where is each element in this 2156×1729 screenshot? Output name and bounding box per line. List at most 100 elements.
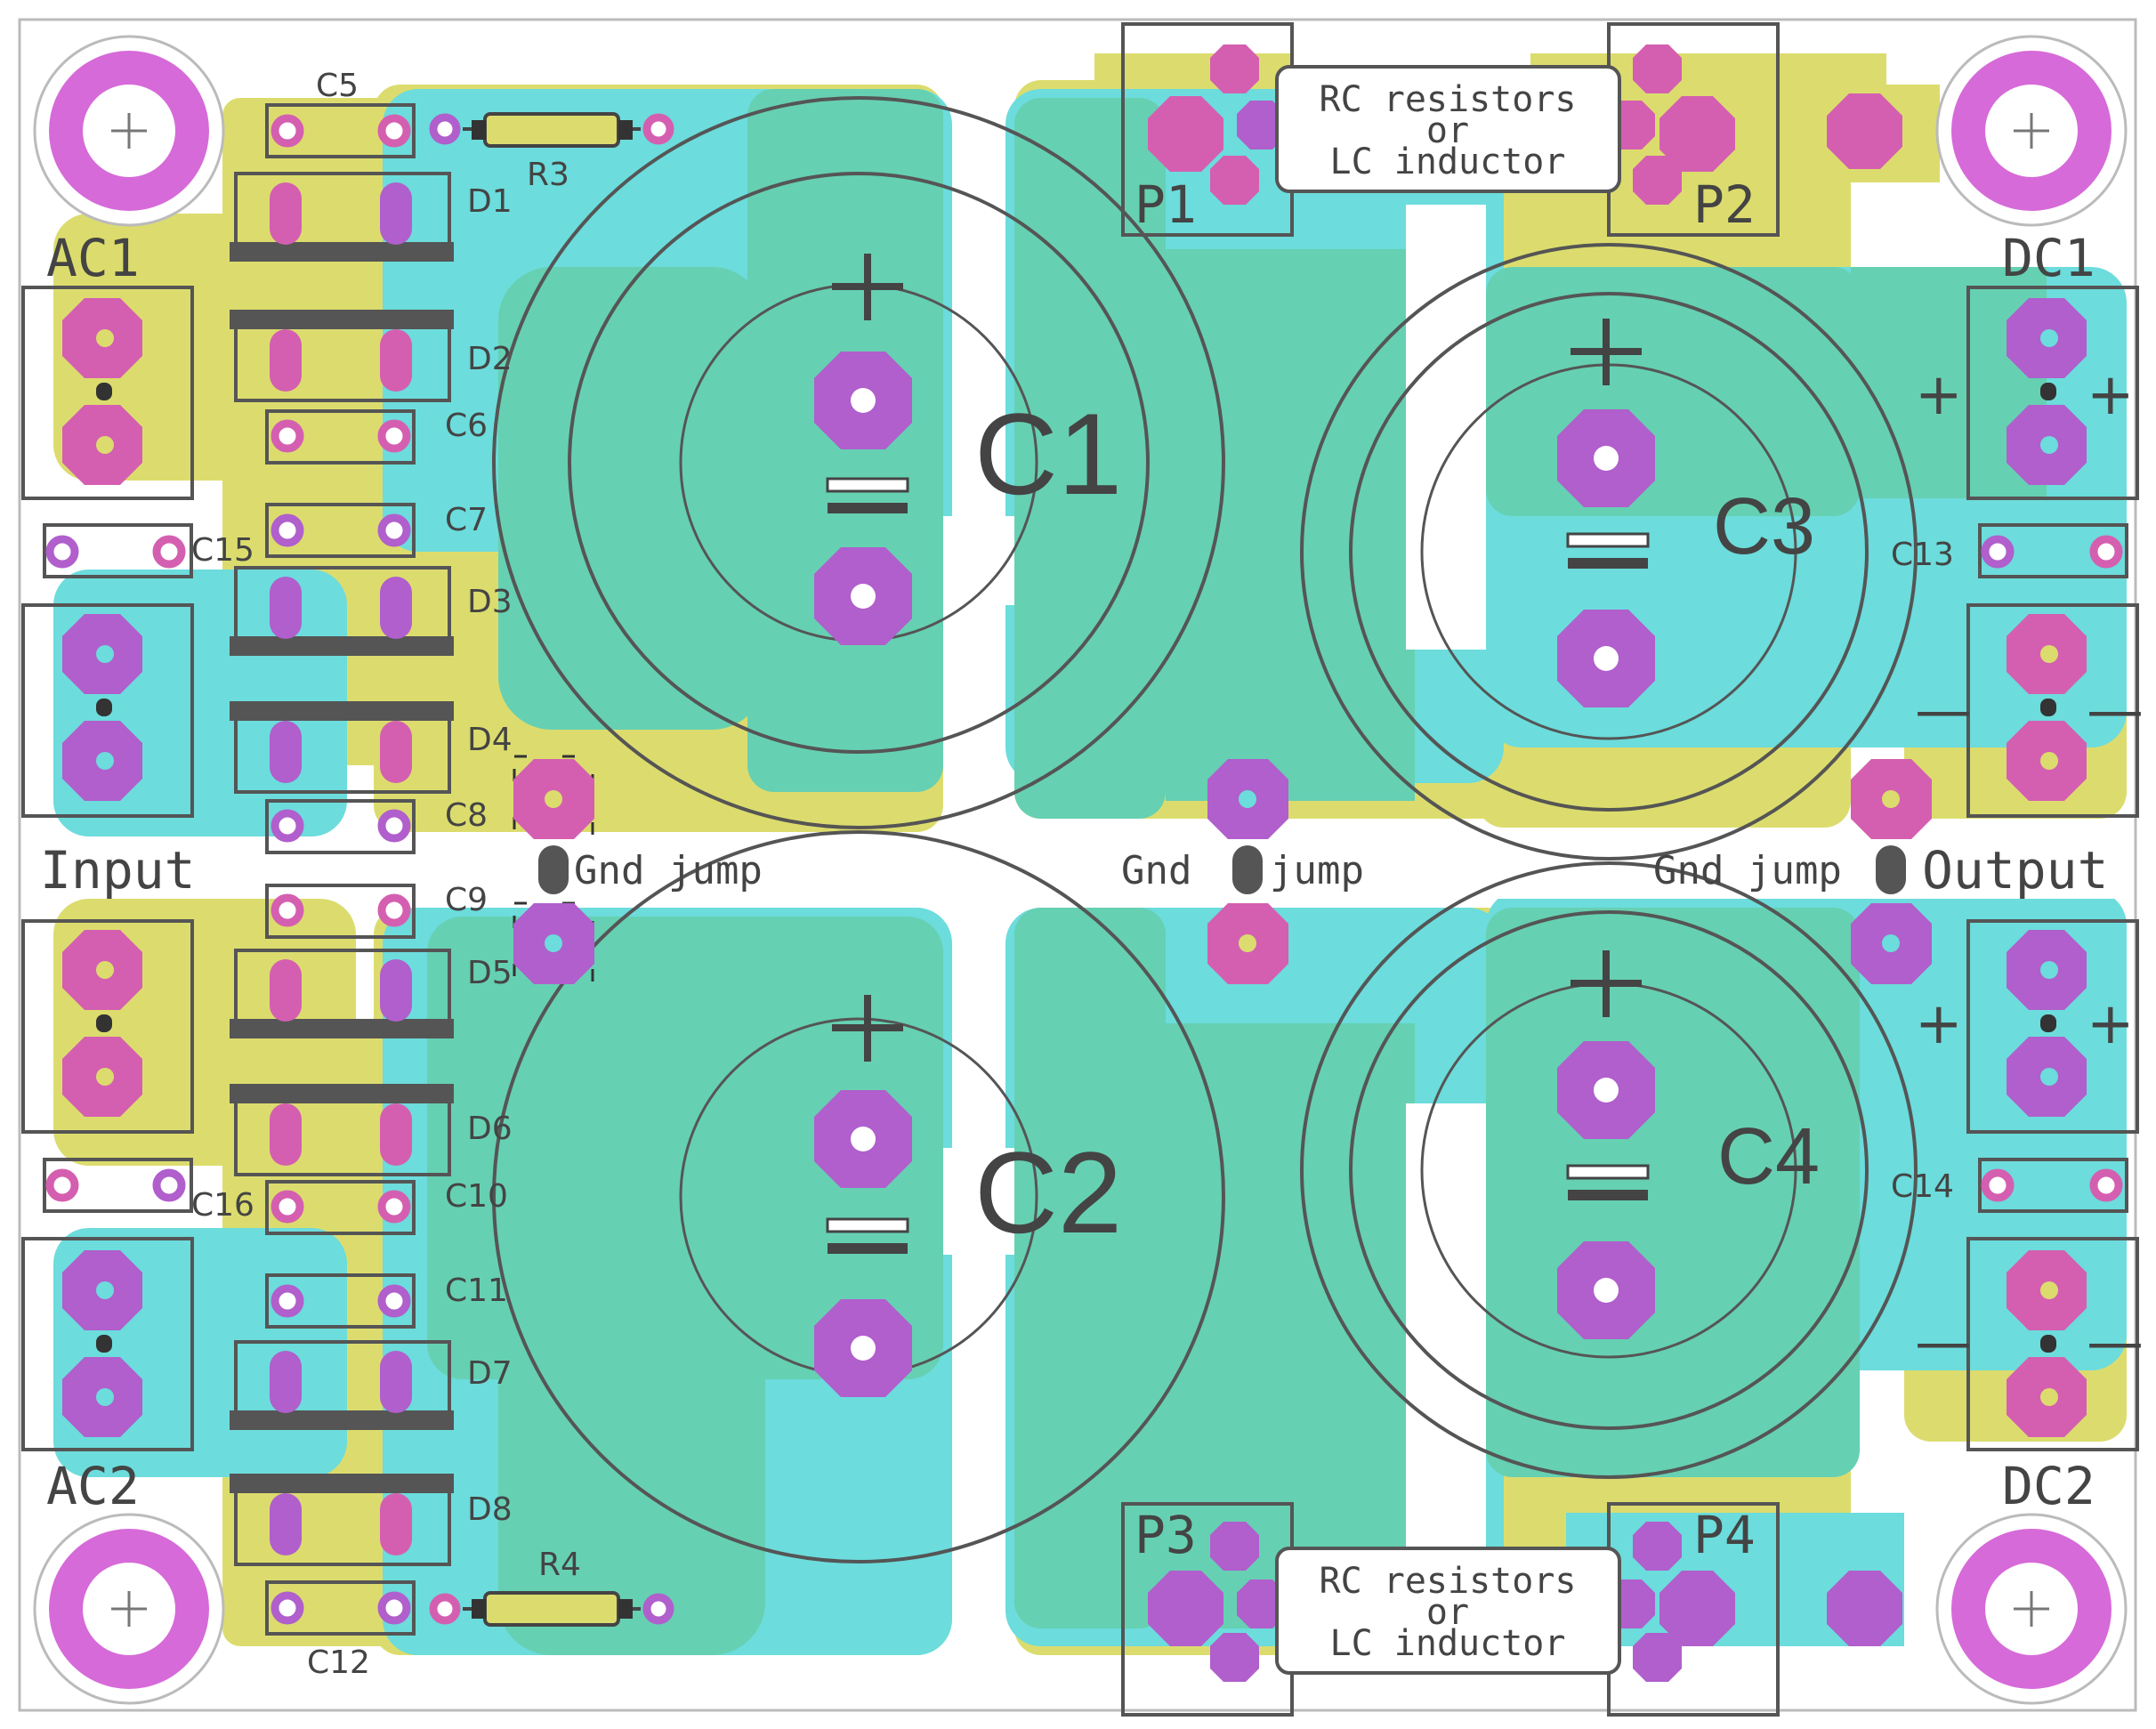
polarity-plus-dc1-inner: + bbox=[2087, 362, 2135, 428]
label-dc1: DC1 bbox=[2002, 228, 2095, 288]
terminal-dc1 bbox=[1966, 286, 2139, 500]
diode-d8 bbox=[230, 1474, 454, 1566]
label-p3: P3 bbox=[1135, 1505, 1197, 1565]
label-c2: C2 bbox=[974, 1127, 1122, 1257]
gnd-jump-right bbox=[1851, 759, 1932, 984]
capacitor-c4: C4 bbox=[1300, 861, 1918, 1479]
small-capacitors bbox=[43, 103, 2128, 1636]
cap-c8 bbox=[265, 799, 416, 854]
label-c1: C1 bbox=[974, 389, 1122, 519]
gnd-jump-center bbox=[1207, 759, 1288, 984]
polarity-plus-out-bottom: + bbox=[1915, 991, 1963, 1057]
polarity-plus-out-bottom-inner: + bbox=[2087, 991, 2135, 1057]
pad-group-p1 bbox=[1121, 22, 1294, 237]
capacitor-c3: C3 bbox=[1300, 243, 1918, 860]
label-ac1: AC1 bbox=[46, 228, 140, 288]
polarity-plus-dc1-outer: + bbox=[1915, 362, 1963, 428]
label-c13: C13 bbox=[1891, 537, 1954, 573]
label-c14: C14 bbox=[1891, 1168, 1954, 1205]
cap-c13 bbox=[1978, 523, 2128, 578]
label-c6: C6 bbox=[445, 408, 488, 444]
label-c12: C12 bbox=[307, 1644, 370, 1681]
label-ac2: AC2 bbox=[46, 1456, 140, 1516]
label-p1: P1 bbox=[1135, 174, 1197, 235]
cap-c14 bbox=[1978, 1158, 2128, 1213]
filter-note-bottom-line2: or bbox=[1426, 1592, 1469, 1633]
gnd-jump-pads bbox=[513, 755, 1932, 984]
terminal-ac1 bbox=[21, 286, 194, 500]
diode-d5 bbox=[230, 949, 454, 1038]
terminal-blocks-right bbox=[1966, 286, 2139, 1451]
terminal-input-bottom bbox=[21, 919, 194, 1134]
terminal-dc2 bbox=[1966, 1237, 2139, 1451]
resistors bbox=[429, 112, 674, 1627]
mount-hole-bottom-right bbox=[1935, 1513, 2128, 1705]
filter-note-top-line1: RC resistors bbox=[1320, 79, 1577, 120]
big-capacitors: C1 C2 C3 bbox=[492, 96, 1918, 1563]
label-c15: C15 bbox=[191, 532, 254, 569]
cap-c5 bbox=[265, 103, 416, 158]
label-c3: C3 bbox=[1713, 482, 1815, 571]
gnd-jump-left bbox=[513, 755, 594, 984]
label-gnd-jump-right: Gnd jump bbox=[1653, 848, 1842, 893]
label-c7: C7 bbox=[445, 502, 488, 538]
label-d6: D6 bbox=[467, 1111, 513, 1147]
label-r4: R4 bbox=[538, 1547, 581, 1583]
cap-c6 bbox=[265, 409, 416, 465]
diode-d3 bbox=[230, 566, 454, 656]
mount-hole-top-right bbox=[1935, 35, 2128, 227]
filter-note-top-line3: LC inductor bbox=[1330, 141, 1566, 182]
pad-group-p2 bbox=[1606, 22, 1902, 237]
polarity-minus-out-top: — bbox=[1915, 678, 1972, 744]
label-d7: D7 bbox=[467, 1355, 513, 1392]
cap-c12 bbox=[265, 1580, 416, 1636]
pad-groups bbox=[1121, 22, 1902, 1717]
filter-note-top-line2: or bbox=[1426, 110, 1469, 151]
resistor-r3 bbox=[429, 112, 674, 148]
label-gnd-jump-center-b: jump bbox=[1270, 848, 1364, 893]
label-c10: C10 bbox=[445, 1178, 508, 1215]
label-c9: C9 bbox=[445, 882, 488, 918]
label-input: Input bbox=[40, 840, 196, 901]
cap-c11 bbox=[265, 1273, 416, 1329]
label-c5: C5 bbox=[316, 68, 359, 104]
diode-d7 bbox=[230, 1340, 454, 1430]
label-p2: P2 bbox=[1693, 174, 1756, 235]
diodes bbox=[230, 172, 454, 1566]
label-p4: P4 bbox=[1693, 1505, 1756, 1565]
label-c8: C8 bbox=[445, 797, 488, 834]
filter-note-bottom-line1: RC resistors bbox=[1320, 1561, 1577, 1602]
cap-c15 bbox=[43, 523, 193, 578]
terminal-output-bottom bbox=[1966, 919, 2139, 1134]
mount-holes bbox=[33, 35, 2128, 1705]
cap-c16 bbox=[43, 1158, 193, 1213]
label-r3: R3 bbox=[527, 157, 569, 193]
label-dc2: DC2 bbox=[2002, 1456, 2095, 1516]
diode-d4 bbox=[230, 701, 454, 794]
label-c4: C4 bbox=[1717, 1112, 1820, 1201]
label-d1: D1 bbox=[467, 183, 513, 220]
terminal-output-top bbox=[1966, 603, 2139, 818]
diode-d6 bbox=[230, 1084, 454, 1176]
label-d2: D2 bbox=[467, 341, 513, 377]
terminal-ac2 bbox=[21, 1237, 194, 1451]
filter-footprint-bottom bbox=[1275, 1547, 1621, 1675]
capacitor-c1: C1 bbox=[492, 96, 1225, 829]
resistor-r4 bbox=[429, 1591, 674, 1627]
polarity-minus-dc2-inner: — bbox=[2087, 1310, 2144, 1376]
label-c16: C16 bbox=[191, 1187, 254, 1224]
cap-c7 bbox=[265, 503, 416, 558]
label-gnd-jump-left: Gnd jump bbox=[574, 848, 763, 893]
label-gnd-jump-center-a: Gnd bbox=[1121, 848, 1191, 893]
label-d4: D4 bbox=[467, 722, 513, 758]
polarity-minus-dc2: — bbox=[1915, 1310, 1972, 1376]
mount-hole-bottom-left bbox=[33, 1513, 225, 1705]
label-output: Output bbox=[1922, 840, 2109, 901]
terminal-blocks-left bbox=[21, 286, 194, 1451]
label-c11: C11 bbox=[445, 1273, 508, 1309]
cap-c10 bbox=[265, 1180, 416, 1235]
diode-d1 bbox=[230, 172, 454, 262]
diode-d2 bbox=[230, 310, 454, 402]
label-d5: D5 bbox=[467, 955, 513, 991]
